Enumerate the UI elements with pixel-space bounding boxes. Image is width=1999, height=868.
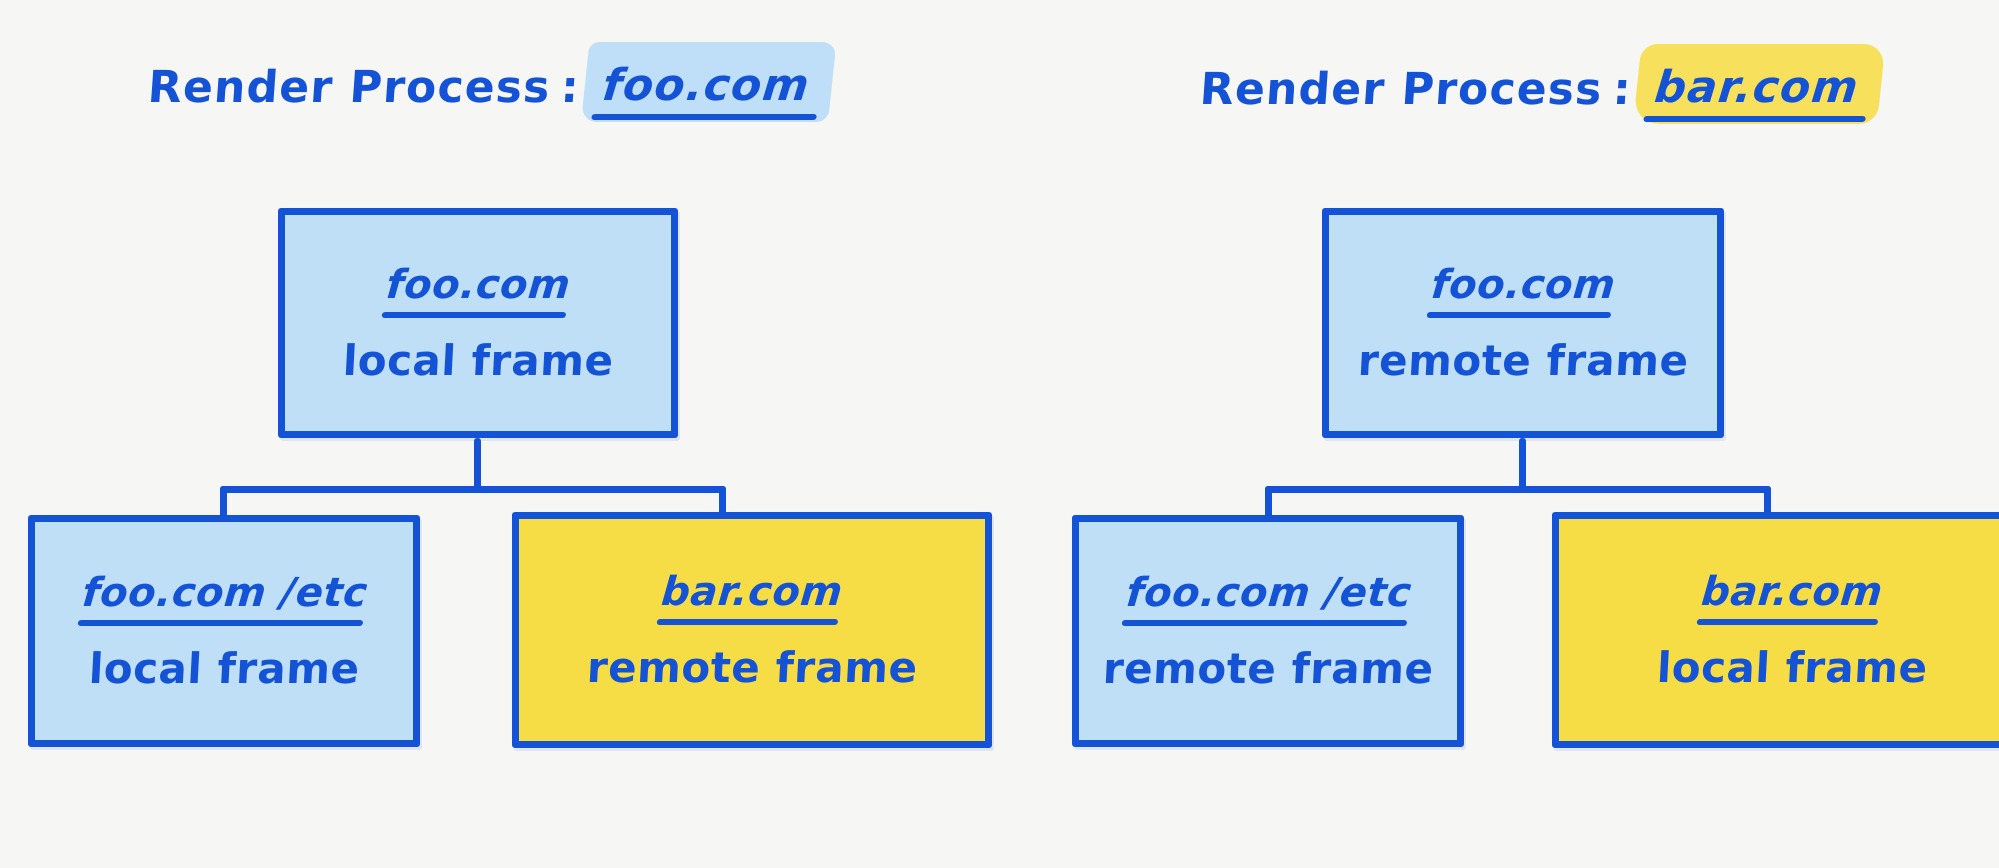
frame-kind: remote frame [1356,335,1690,385]
render-process-title-foo: Render Process : foo.com [146,56,827,113]
connector-horizontal-bar [220,486,726,493]
frame-url: foo.com /etc [79,570,369,628]
render-process-title-bar: Render Process : bar.com [1198,58,1876,115]
frame-url: foo.com [383,262,573,320]
frame-kind: remote frame [1101,643,1435,693]
frame-node-child-foo-etc-remote: foo.com /etc remote frame [1072,515,1464,747]
frame-node-child-bar-remote: bar.com remote frame [512,512,992,748]
frame-url: bar.com [1699,569,1885,627]
title-domain-bar-com: bar.com [1640,58,1876,115]
connector-horizontal-bar [1265,486,1771,493]
frame-kind: local frame [341,335,615,385]
frame-node-root-foo-local: foo.com local frame [278,208,678,438]
title-lead-text: Render Process [146,62,553,113]
frame-url: foo.com /etc [1123,570,1413,628]
title-domain-foo-com: foo.com [588,56,827,113]
frame-kind: remote frame [585,642,919,692]
connector-root-stem [474,438,481,492]
title-lead-text: Render Process [1198,64,1605,115]
connector-drop-left [220,486,227,520]
frame-kind: local frame [1655,642,1929,692]
connector-drop-left [1265,486,1272,520]
frame-url: foo.com [1428,262,1618,320]
connector-drop-right [719,486,726,517]
frame-node-child-bar-local: bar.com local frame [1552,512,1999,748]
frame-node-root-foo-remote: foo.com remote frame [1322,208,1724,438]
connector-root-stem [1519,438,1526,492]
frame-kind: local frame [87,643,361,693]
frame-node-child-foo-etc-local: foo.com /etc local frame [28,515,420,747]
frame-url: bar.com [659,569,845,627]
connector-drop-right [1764,486,1771,517]
